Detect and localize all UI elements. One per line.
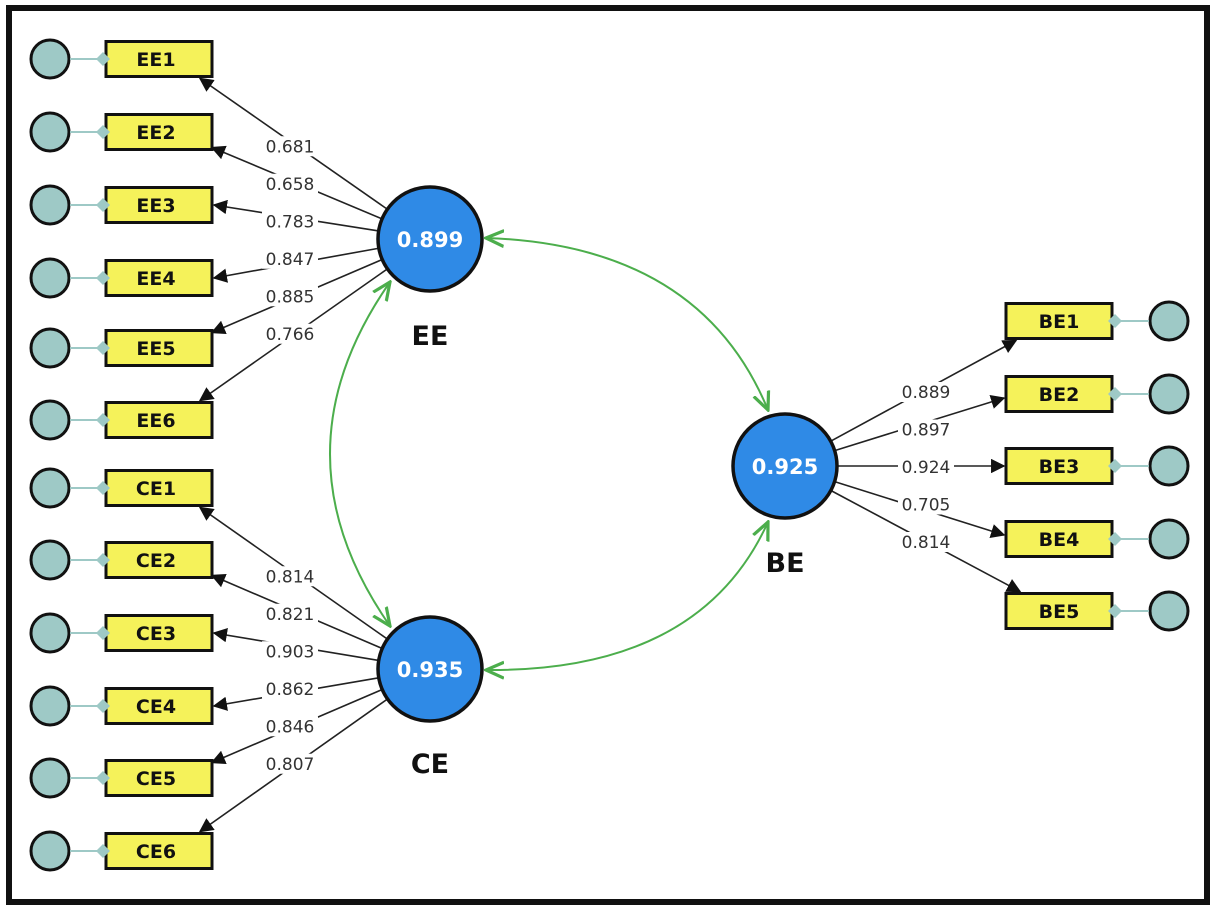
loading-label-bg xyxy=(262,286,318,307)
latent-ee[interactable] xyxy=(376,185,484,293)
latent-value: 0.925 xyxy=(752,455,818,479)
loading-value: 0.807 xyxy=(266,755,315,775)
error-term-ee3[interactable] xyxy=(29,184,71,226)
loading-label-bg xyxy=(898,382,954,402)
loading-value: 0.705 xyxy=(902,496,951,516)
error-term-ce2[interactable] xyxy=(29,539,71,581)
loading-value: 0.847 xyxy=(266,250,315,270)
indicator-label: CE5 xyxy=(136,768,176,790)
indicator-ce4[interactable] xyxy=(104,687,214,725)
loading-label-bg xyxy=(262,603,318,624)
indicator-label: EE1 xyxy=(136,49,175,71)
indicator-ce2[interactable] xyxy=(104,541,214,579)
indicator-ee3[interactable] xyxy=(104,186,214,224)
latent-name: CE xyxy=(411,749,449,780)
indicator-label: BE4 xyxy=(1039,529,1080,551)
indicator-be3[interactable] xyxy=(1004,447,1114,485)
loading-value: 0.821 xyxy=(266,605,315,625)
error-term-ee6[interactable] xyxy=(29,399,71,441)
latent-be[interactable] xyxy=(731,412,839,520)
latent-value: 0.899 xyxy=(397,228,463,252)
indicator-label: BE5 xyxy=(1039,601,1080,623)
error-term-ce6[interactable] xyxy=(29,830,71,872)
loading-value: 0.814 xyxy=(266,567,315,587)
error-term-ce4[interactable] xyxy=(29,685,71,727)
error-term-be1[interactable] xyxy=(1148,300,1190,342)
indicator-label: EE3 xyxy=(136,195,175,217)
correlation-ce-be xyxy=(486,522,768,670)
error-term-ee2[interactable] xyxy=(29,111,71,153)
indicator-label: CE4 xyxy=(136,696,176,718)
latent-value: 0.935 xyxy=(397,658,463,682)
latent-name: EE xyxy=(412,321,449,352)
indicator-label: EE4 xyxy=(136,268,175,290)
error-term-be5[interactable] xyxy=(1148,590,1190,632)
indicator-label: CE1 xyxy=(136,478,176,500)
loading-label-bg xyxy=(262,678,318,699)
correlation-ee-ce xyxy=(329,282,390,626)
loading-label-bg xyxy=(262,173,318,194)
loading-value: 0.783 xyxy=(266,212,315,232)
loading-value: 0.681 xyxy=(266,137,315,157)
indicator-ee5[interactable] xyxy=(104,329,214,367)
loading-value: 0.814 xyxy=(902,533,951,553)
indicator-label: CE2 xyxy=(136,550,176,572)
loading-label-bg xyxy=(262,753,318,774)
error-term-be2[interactable] xyxy=(1148,373,1190,415)
loading-label-bg xyxy=(898,494,954,515)
error-term-ce1[interactable] xyxy=(29,467,71,509)
loading-value: 0.846 xyxy=(266,717,315,737)
loading-value: 0.766 xyxy=(266,325,315,345)
indicator-ee6[interactable] xyxy=(104,401,214,439)
loading-label-bg xyxy=(898,419,954,440)
loading-label-bg xyxy=(262,566,318,587)
loading-label-bg xyxy=(262,136,318,157)
error-term-ee4[interactable] xyxy=(29,257,71,299)
indicator-label: CE3 xyxy=(136,623,176,645)
error-term-ee1[interactable] xyxy=(29,38,71,80)
loading-value: 0.897 xyxy=(902,421,951,441)
loading-value: 0.862 xyxy=(266,680,315,700)
correlation-ee-be xyxy=(486,238,768,410)
loading-value: 0.903 xyxy=(266,642,315,662)
loading-label-bg xyxy=(262,248,318,269)
loading-label-bg xyxy=(262,323,318,344)
indicator-label: BE1 xyxy=(1039,311,1080,333)
indicator-label: CE6 xyxy=(136,841,176,863)
indicator-ee1[interactable] xyxy=(104,40,214,78)
loading-label-bg xyxy=(898,532,954,552)
loading-label-bg xyxy=(262,211,318,232)
error-term-ce5[interactable] xyxy=(29,757,71,799)
indicator-ce6[interactable] xyxy=(104,832,214,870)
loading-value: 0.658 xyxy=(266,175,315,195)
loading-label-bg xyxy=(898,457,954,477)
indicator-ce1[interactable] xyxy=(104,469,214,507)
indicator-label: BE3 xyxy=(1039,456,1080,478)
loading-value: 0.924 xyxy=(902,458,951,478)
indicator-label: BE2 xyxy=(1039,384,1080,406)
indicator-label: EE2 xyxy=(136,122,175,144)
error-term-be3[interactable] xyxy=(1148,445,1190,487)
loading-value: 0.885 xyxy=(266,287,315,307)
error-term-ce3[interactable] xyxy=(29,612,71,654)
indicator-label: EE5 xyxy=(136,338,175,360)
error-term-ee5[interactable] xyxy=(29,327,71,369)
loading-label-bg xyxy=(262,716,318,737)
error-term-be4[interactable] xyxy=(1148,518,1190,560)
indicator-label: EE6 xyxy=(136,410,175,432)
indicator-be4[interactable] xyxy=(1004,520,1114,558)
latent-name: BE xyxy=(765,548,804,579)
loading-label-bg xyxy=(262,641,318,662)
loading-value: 0.889 xyxy=(902,383,951,403)
latent-ce[interactable] xyxy=(376,615,484,723)
